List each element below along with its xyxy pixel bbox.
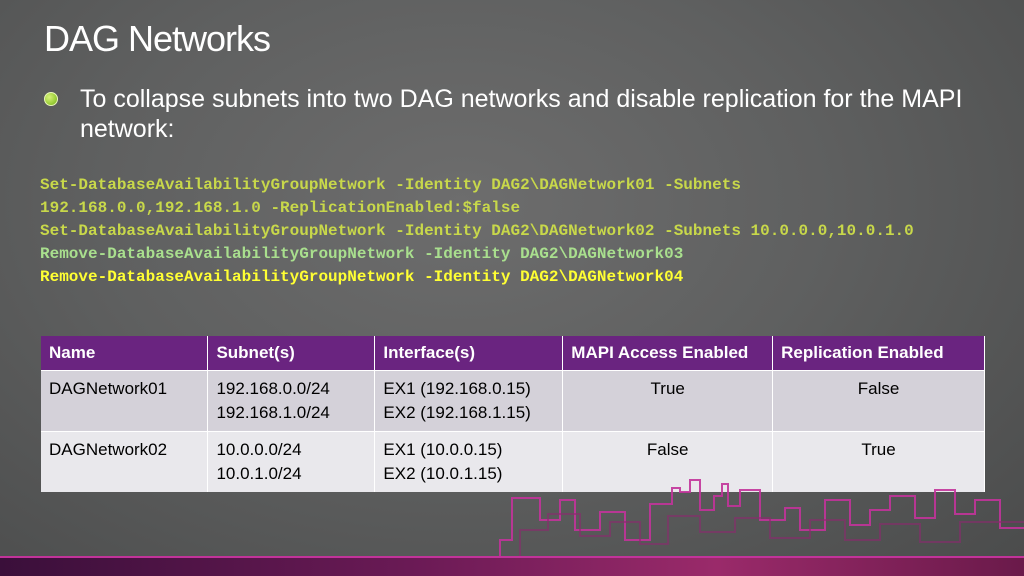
cell-name: DAGNetwork01 [41,370,209,432]
code-line-4: Remove-DatabaseAvailabilityGroupNetwork … [40,245,684,263]
bottom-accent-line [0,556,1024,558]
cell-mapi: False [562,431,774,492]
subnet-value: 10.0.0.0/24 [216,440,302,459]
subnet-value: 192.168.0.0/24 [216,379,330,398]
cell-mapi: True [562,370,774,432]
header-name: Name [41,336,209,371]
table-row: DAGNetwork01 192.168.0.0/24 192.168.1.0/… [41,370,985,432]
bullet-text: To collapse subnets into two DAG network… [80,85,963,143]
header-replication: Replication Enabled [772,336,985,371]
cell-replication: True [772,431,985,492]
interface-value: EX1 (10.0.0.15) [383,440,503,459]
dag-network-table: Name Subnet(s) Interface(s) MAPI Access … [41,336,985,492]
bullet-dot-icon [44,92,58,106]
bullet-item: To collapse subnets into two DAG network… [44,84,994,144]
interface-value: EX2 (192.168.1.15) [383,403,531,422]
header-interfaces: Interface(s) [374,336,564,371]
header-mapi: MAPI Access Enabled [562,336,774,371]
powershell-code-block: Set-DatabaseAvailabilityGroupNetwork -Id… [40,174,1010,289]
interface-value: EX1 (192.168.0.15) [383,379,531,398]
code-line-3: Set-DatabaseAvailabilityGroupNetwork -Id… [40,222,914,240]
subnet-value: 192.168.1.0/24 [216,403,330,422]
table-row: DAGNetwork02 10.0.0.0/24 10.0.1.0/24 EX1… [41,431,985,492]
header-subnets: Subnet(s) [207,336,376,371]
cell-replication: False [772,370,985,432]
slide-title: DAG Networks [44,18,271,59]
cell-interfaces: EX1 (192.168.0.15) EX2 (192.168.1.15) [374,370,564,432]
city-skyline-decoration [499,479,1024,556]
bottom-gradient-bar [0,558,1024,576]
cell-interfaces: EX1 (10.0.0.15) EX2 (10.0.1.15) [374,431,564,492]
cell-name: DAGNetwork02 [41,431,209,492]
code-line-1: Set-DatabaseAvailabilityGroupNetwork -Id… [40,176,741,194]
cell-subnets: 10.0.0.0/24 10.0.1.0/24 [207,431,376,492]
code-line-5: Remove-DatabaseAvailabilityGroupNetwork … [40,268,684,286]
interface-value: EX2 (10.0.1.15) [383,464,503,483]
code-line-2: 192.168.0.0,192.168.1.0 -ReplicationEnab… [40,199,521,217]
cell-subnets: 192.168.0.0/24 192.168.1.0/24 [207,370,376,432]
table-header-row: Name Subnet(s) Interface(s) MAPI Access … [41,336,985,371]
subnet-value: 10.0.1.0/24 [216,464,302,483]
